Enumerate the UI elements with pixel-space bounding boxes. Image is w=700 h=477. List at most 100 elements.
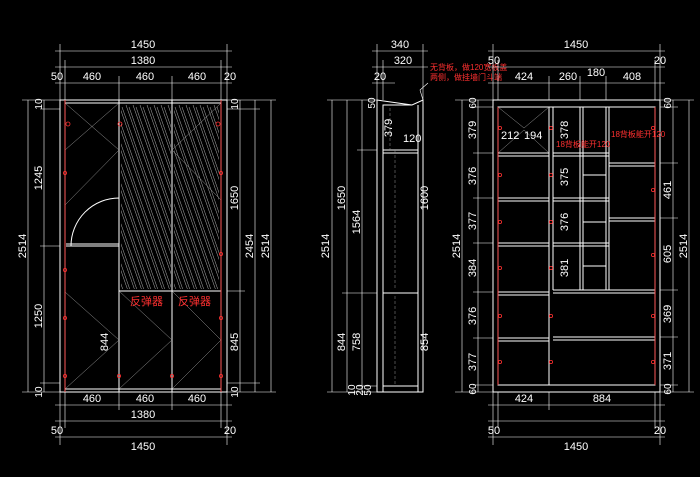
front-dim-left-bottom-gap: 10	[34, 386, 45, 398]
interior-dim-left-r6: 377	[467, 353, 479, 371]
interior-left-dim-lines	[455, 99, 493, 393]
front-dim-right-total: 2514	[260, 234, 272, 258]
interior-dim-right-r4: 371	[662, 352, 674, 370]
interior-dim-left-top: 60	[468, 97, 479, 109]
interior-dim-left-total: 2514	[451, 234, 463, 258]
interior-dim-right-top: 60	[663, 97, 674, 109]
front-bottom-dim-lines	[55, 392, 232, 445]
glass-door-hatching	[121, 105, 219, 289]
interior-dim-top-overall: 1450	[564, 39, 588, 51]
front-elevation: 1450 1380 50 460 460 460 20	[17, 39, 276, 453]
section-dashed-details	[389, 108, 396, 386]
interior-dim-col-2: 260	[559, 71, 577, 83]
interior-dim-left-r1: 379	[467, 121, 479, 139]
interior-dim-right-r1: 461	[662, 181, 674, 199]
section-dim-left-part: 20	[374, 71, 386, 83]
front-dim-bottom-door-1: 460	[83, 393, 101, 405]
front-top-dim-lines	[55, 44, 232, 100]
front-dim-top-door-3: 460	[188, 71, 206, 83]
section-note-line-1: 无背板，做120宽板盖	[430, 62, 507, 72]
interior-dim-bottom-right-side: 20	[654, 425, 666, 437]
front-dim-right-lower: 845	[229, 333, 241, 351]
interior-dim-bottom-overall: 1450	[564, 441, 588, 453]
section-dim-left-total: 2514	[320, 234, 332, 258]
front-dim-right-bottom-gap: 10	[230, 386, 241, 398]
front-dim-top-right-side: 20	[224, 71, 236, 83]
interior-dim-bottom-left-side: 50	[488, 425, 500, 437]
front-dim-bottom-right-side: 20	[224, 425, 236, 437]
section-note-line-2: 两侧，做挂墙门斗端	[430, 72, 502, 82]
section-left-dim-lines	[327, 99, 377, 393]
glass-hatch-panel	[174, 105, 219, 289]
section-dim-top-depth: 120	[403, 133, 421, 145]
front-dim-inner-lower: 844	[99, 333, 111, 351]
front-dim-right-door-total: 2454	[244, 234, 256, 258]
interior-shelves	[498, 152, 655, 342]
front-dim-left-top-gap: 10	[34, 98, 45, 110]
front-dim-top-door-2: 460	[136, 71, 154, 83]
front-dim-bottom-overall: 1450	[131, 441, 155, 453]
front-dim-left-upper: 1245	[33, 166, 45, 190]
front-dim-right-top-gap: 10	[230, 98, 241, 110]
interior-note-right-board: 18背板能开120	[611, 129, 666, 139]
interior-dim-right-bottom: 60	[663, 383, 674, 395]
front-left-dim-lines	[22, 99, 60, 393]
interior-hardware-markers	[497, 107, 656, 385]
interior-dim-right-r3: 369	[662, 305, 674, 323]
interior-dim-col-4: 408	[623, 71, 641, 83]
section-dim-bottom-c: 50	[363, 384, 374, 396]
front-dim-left-lower: 1250	[33, 304, 45, 328]
front-right-dim-lines	[227, 99, 276, 393]
interior-dim-w1: 212	[501, 130, 519, 142]
section-dim-bottom-a: 10	[347, 384, 358, 396]
rebound-label-2: 反弹器	[178, 294, 211, 308]
section-dim-upper-height: 1600	[419, 186, 431, 210]
front-dim-top-door-1: 460	[83, 71, 101, 83]
hinge-markers	[63, 100, 223, 392]
interior-dim-col-3: 180	[587, 67, 605, 79]
interior-dim-h3: 376	[559, 213, 571, 231]
front-dim-top-overall: 1450	[131, 39, 155, 51]
interior-dim-left-r3: 377	[467, 212, 479, 230]
interior-dim-w2: 194	[524, 130, 542, 142]
front-dim-top-left-side: 50	[51, 71, 63, 83]
interior-dim-h4: 381	[559, 259, 571, 277]
front-dim-bottom-door-3: 460	[188, 393, 206, 405]
interior-bottom-dim-lines	[488, 392, 665, 445]
section-dim-upper-outer: 1650	[336, 186, 348, 210]
section-dim-top-gap: 50	[367, 97, 378, 109]
front-dim-bottom-door-2: 460	[136, 393, 154, 405]
front-dim-right-upper: 1650	[229, 186, 241, 210]
section-dim-top-compartment: 379	[383, 119, 395, 137]
interior-dim-col-1: 424	[515, 71, 533, 83]
interior-dim-bottom-right: 884	[593, 393, 611, 405]
section-top-dim-lines	[372, 44, 428, 100]
front-dim-bottom-inner: 1380	[131, 409, 155, 421]
interior-dim-left-r4: 384	[467, 259, 479, 277]
interior-brace	[497, 106, 550, 129]
interior-top-dim-lines	[488, 44, 665, 100]
door-swing-lines	[64, 102, 222, 390]
interior-dim-left-r2: 376	[467, 167, 479, 185]
section-dim-upper-inner: 1564	[351, 210, 363, 234]
interior-dim-right-total: 2514	[678, 234, 690, 258]
interior-note-left-board: 18背板能开120	[556, 139, 611, 149]
section-dim-lower-outer: 844	[336, 333, 348, 351]
section-dim-depth-inner: 320	[394, 55, 412, 67]
section-dim-depth-overall: 340	[391, 39, 409, 51]
rebound-label-1: 反弹器	[130, 294, 163, 308]
interior-dim-top-left-side: 50	[488, 55, 500, 67]
interior-dim-left-bottom: 60	[468, 383, 479, 395]
note-leader-line	[419, 82, 429, 101]
front-dim-left-total: 2514	[17, 234, 29, 258]
interior-elevation: 1450 50 20 424 260 180 408	[451, 39, 694, 453]
interior-dim-bottom-left: 424	[515, 393, 533, 405]
glass-hatch-panel	[121, 105, 171, 289]
interior-dim-h2: 375	[559, 168, 571, 186]
interior-right-dim-lines	[660, 99, 694, 393]
section-dim-bottom-b: 20	[355, 384, 366, 396]
interior-dim-h1: 378	[559, 121, 571, 139]
front-dim-top-inner: 1380	[131, 55, 155, 67]
interior-dim-top-right-side: 20	[654, 55, 666, 67]
